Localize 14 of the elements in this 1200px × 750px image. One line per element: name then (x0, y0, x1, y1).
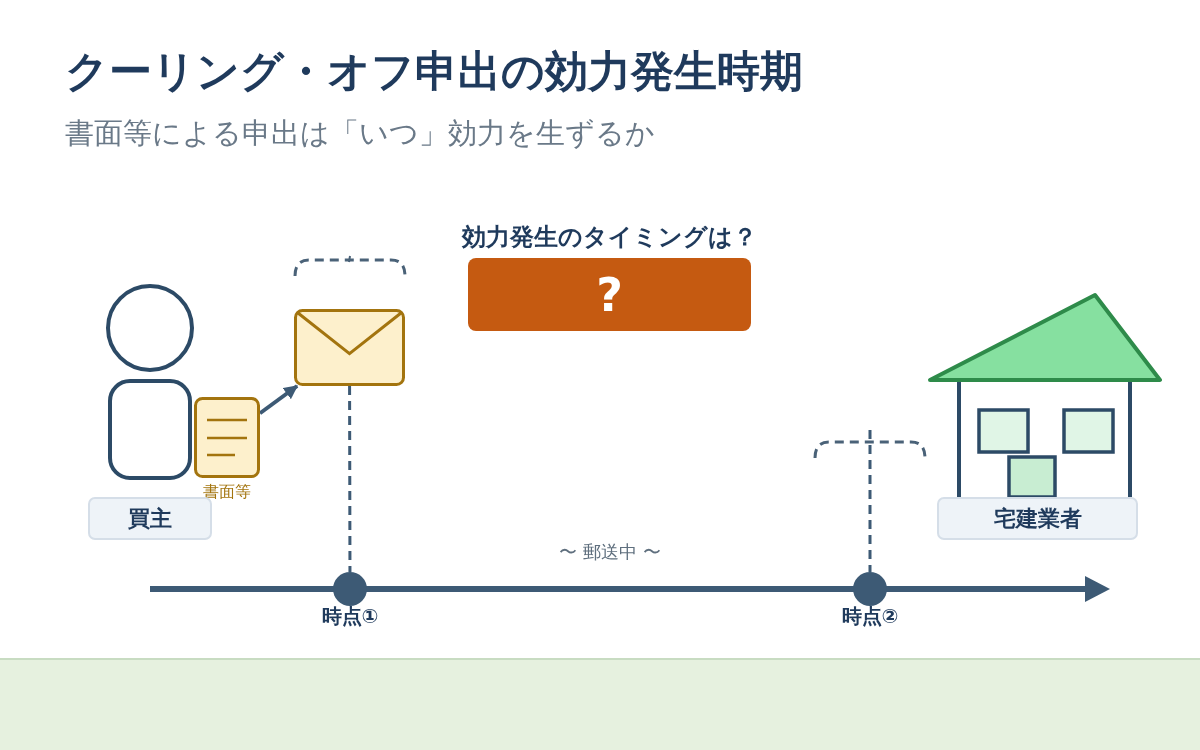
transit-note: 〜 郵送中 〜 (559, 541, 661, 563)
diagram-title: クーリング・オフ申出の効力発生時期 (65, 46, 803, 98)
dashed-connector (868, 430, 872, 572)
arrow (258, 384, 299, 415)
role-tag: 買主 (88, 497, 212, 540)
panel-heading: 効力発生のタイミングは？ (462, 222, 757, 252)
time-point-label: 時点① (321, 604, 379, 628)
time-point-label: 時点② (841, 604, 899, 628)
document-icon (194, 397, 260, 478)
question-mark-text: ? (596, 271, 623, 318)
subtitle-text: 書面等による申出は「いつ」効力を生ずるか (65, 116, 655, 151)
envelope-icon (294, 309, 405, 386)
role-tag: 宅建業者 (937, 497, 1138, 540)
dashed-connector (348, 386, 352, 572)
